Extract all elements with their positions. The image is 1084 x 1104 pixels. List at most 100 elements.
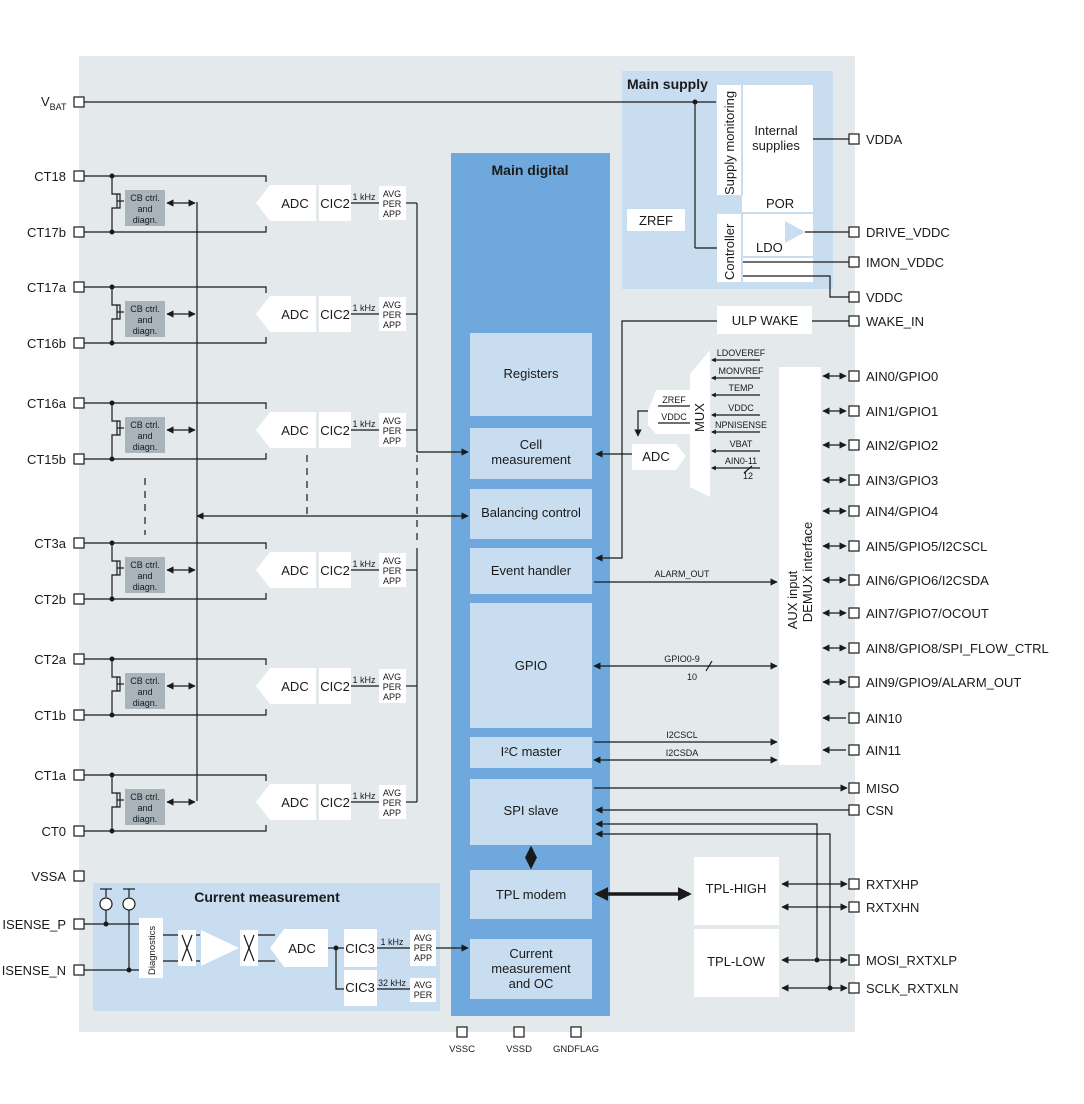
pin-bottom[interactable] — [456, 1026, 468, 1038]
cell-mode-label: APP — [383, 692, 401, 702]
cb-ctrl-label: diagn. — [133, 326, 158, 336]
cell-mode-label: APP — [383, 209, 401, 219]
pin-cell-top[interactable] — [73, 769, 85, 781]
gpio-bus-width: 10 — [687, 672, 697, 682]
pin-right[interactable] — [848, 291, 860, 303]
pin-right[interactable] — [848, 642, 860, 654]
pin-right[interactable] — [848, 804, 860, 816]
cb-ctrl-label: and — [137, 204, 152, 214]
pin-label-right: MOSI_RXTXLP — [866, 953, 957, 968]
pin-label-cell: CT2b — [34, 592, 66, 607]
pin-left[interactable] — [73, 918, 85, 930]
pin-right[interactable] — [848, 405, 860, 417]
pin-right[interactable] — [848, 782, 860, 794]
cb-ctrl-label: diagn. — [133, 215, 158, 225]
tpl-low-box — [694, 929, 779, 997]
pin-bottom[interactable] — [513, 1026, 525, 1038]
cb-ctrl-box — [125, 301, 165, 337]
pin-label-left: VSSA — [31, 869, 66, 884]
cb-ctrl-label: and — [137, 687, 152, 697]
cic2-label: CIC2 — [320, 795, 350, 810]
pin-right[interactable] — [848, 133, 860, 145]
pin-left[interactable] — [73, 870, 85, 882]
pin-cell-bottom[interactable] — [73, 226, 85, 238]
ulp-wake-label: ULP WAKE — [732, 313, 799, 328]
registers-box — [470, 333, 592, 416]
main-supply-block: Main supply Supply monitoring Internal s… — [622, 71, 833, 289]
pin-right[interactable] — [848, 676, 860, 688]
aux-section: ULP WAKE MUX ZREF VDDC ADC LDOVEREFMONVR… — [595, 306, 849, 765]
cell-mode-label: APP — [383, 436, 401, 446]
pin-cell-top[interactable] — [73, 281, 85, 293]
pin-label-right: AIN8/GPIO8/SPI_FLOW_CTRL — [866, 641, 1049, 656]
pin-cell-bottom[interactable] — [73, 593, 85, 605]
pin-label-vbat: VBAT — [41, 94, 67, 112]
cb-ctrl-box — [125, 789, 165, 825]
cell-adc-label: ADC — [281, 307, 308, 322]
mux-input-label: AIN0-11 — [725, 456, 757, 466]
pin-right[interactable] — [848, 878, 860, 890]
pin-right[interactable] — [848, 607, 860, 619]
pin-cell-top[interactable] — [73, 537, 85, 549]
pin-right[interactable] — [848, 954, 860, 966]
cell-rate-label: 1 kHz — [352, 791, 376, 801]
tpl-modem-label: TPL modem — [496, 887, 566, 902]
pin-cell-bottom[interactable] — [73, 337, 85, 349]
pin-right[interactable] — [848, 439, 860, 451]
diagnostics-label: Diagnostics — [147, 926, 158, 975]
pin-label-cell: CT1b — [34, 708, 66, 723]
pin-label-cell: CT2a — [34, 652, 67, 667]
pin-right[interactable] — [848, 540, 860, 552]
cb-ctrl-label: diagn. — [133, 442, 158, 452]
cell-adc-box — [256, 552, 316, 588]
mux-inputs: LDOVEREFMONVREFTEMPVDDCNPNISENSEVBATAIN0… — [711, 348, 767, 481]
pin-right[interactable] — [848, 901, 860, 913]
pin-cell-top[interactable] — [73, 397, 85, 409]
cic2-label: CIC2 — [320, 307, 350, 322]
pin-cell-top[interactable] — [73, 170, 85, 182]
gpio-box — [470, 603, 592, 728]
pin-left[interactable] — [73, 964, 85, 976]
pin-vbat[interactable] — [73, 96, 85, 108]
cic3-label-2: CIC3 — [345, 980, 375, 995]
pin-right[interactable] — [848, 712, 860, 724]
current-mode-app: APP — [414, 953, 432, 963]
pin-label-cell: CT18 — [34, 169, 66, 184]
pin-label-cell: CT17a — [27, 280, 67, 295]
cic2-box — [319, 668, 351, 704]
pin-right[interactable] — [848, 315, 860, 327]
pin-label-right: MISO — [866, 781, 899, 796]
cell-adc-label: ADC — [281, 679, 308, 694]
current-rate-1: 1 kHz — [380, 937, 404, 947]
pin-label-right: AIN3/GPIO3 — [866, 473, 938, 488]
supply-monitoring-label: Supply monitoring — [722, 91, 737, 195]
mux-input-label: VBAT — [730, 439, 753, 449]
pin-right[interactable] — [848, 370, 860, 382]
pin-label-right: AIN11 — [866, 743, 901, 758]
pin-cell-top[interactable] — [73, 653, 85, 665]
pin-label-right: AIN9/GPIO9/ALARM_OUT — [866, 675, 1021, 690]
pin-cell-bottom[interactable] — [73, 825, 85, 837]
cell-mode-label: APP — [383, 576, 401, 586]
pin-label-right: AIN5/GPIO5/I2CSCL — [866, 539, 987, 554]
pin-right[interactable] — [848, 226, 860, 238]
amplifier-icon — [201, 930, 239, 966]
pin-label-bottom: GNDFLAG — [553, 1044, 599, 1055]
pin-right[interactable] — [848, 505, 860, 517]
pin-right[interactable] — [848, 256, 860, 268]
zref-label: ZREF — [639, 213, 673, 228]
pin-right[interactable] — [848, 744, 860, 756]
pin-bottom[interactable] — [570, 1026, 582, 1038]
tpl-high-label: TPL-HIGH — [706, 881, 767, 896]
mux-shape — [690, 350, 710, 497]
pin-right[interactable] — [848, 982, 860, 994]
pin-label-cell: CT17b — [27, 225, 66, 240]
i2c-master-label: I²C master — [501, 744, 562, 759]
pin-label-right: CSN — [866, 803, 893, 818]
pin-right[interactable] — [848, 574, 860, 586]
event-handler-label: Event handler — [491, 563, 572, 578]
pin-cell-bottom[interactable] — [73, 453, 85, 465]
pin-cell-bottom[interactable] — [73, 709, 85, 721]
pin-right[interactable] — [848, 474, 860, 486]
